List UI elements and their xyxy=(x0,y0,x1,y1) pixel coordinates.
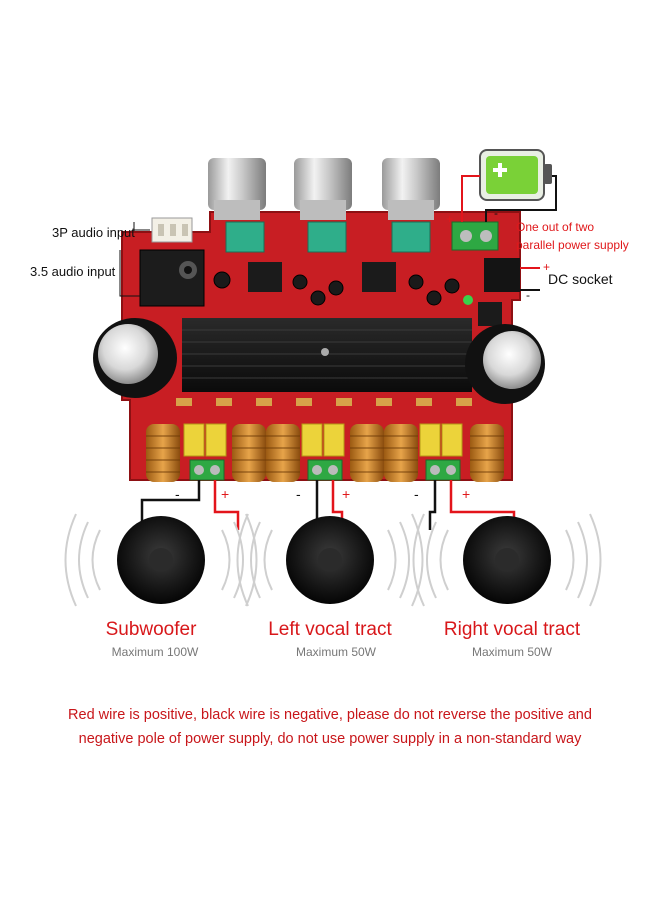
minus-mark-sub: - xyxy=(175,486,180,502)
regulator-icon xyxy=(478,302,502,326)
bass-knob-icon[interactable] xyxy=(294,158,352,253)
opamp-chip-right xyxy=(362,262,396,292)
component-row xyxy=(176,398,472,406)
plus-mark-left: + xyxy=(342,486,351,502)
large-capacitor-right xyxy=(465,324,545,404)
plus-mark-right: + xyxy=(462,486,471,502)
speaker-title-right: Right vocal tract xyxy=(443,619,581,640)
power-led-icon xyxy=(463,295,473,305)
right-speaker-icon xyxy=(412,513,602,607)
label-3p-audio-input: 3P audio input xyxy=(52,225,135,240)
speaker-title-subwoofer: Subwoofer xyxy=(105,619,197,640)
label-power-note-line1: One out of two xyxy=(516,220,595,234)
power-terminal-icon xyxy=(451,221,499,251)
speaker-title-left: Left vocal tract xyxy=(268,619,392,640)
inductor-coils xyxy=(146,424,504,482)
plus-mark-power: + xyxy=(446,212,454,226)
power-wire-negative xyxy=(485,175,557,222)
minus-mark-left: - xyxy=(296,486,301,502)
warning-line-1: Red wire is positive, black wire is nega… xyxy=(68,707,592,723)
jack-pointer xyxy=(119,250,140,297)
dc-socket-icon xyxy=(484,258,520,292)
plus-mark-dc: + xyxy=(543,260,551,274)
subwoofer-speaker-icon xyxy=(64,513,258,607)
minus-mark-right: - xyxy=(414,486,419,502)
battery-icon xyxy=(479,149,552,201)
minus-mark-power: - xyxy=(494,206,498,220)
label-dc-socket: DC socket xyxy=(548,271,613,287)
film-capacitors xyxy=(183,423,463,457)
plus-mark-sub: + xyxy=(221,486,230,502)
small-capacitors xyxy=(213,271,460,306)
minus-mark-dc: - xyxy=(526,288,530,302)
power-wire-positive xyxy=(461,175,480,222)
speaker-subtitle-subwoofer: Maximum 100W xyxy=(111,645,199,659)
speaker-subtitle-right: Maximum 50W xyxy=(471,645,552,659)
treble-knob-icon[interactable] xyxy=(382,158,440,253)
3p-connector-icon xyxy=(151,217,193,243)
label-power-note-line2: parallel power supply xyxy=(516,238,629,252)
left-speaker-icon xyxy=(236,513,424,607)
opamp-chip-left xyxy=(248,262,282,292)
warning-line-2: negative pole of power supply, do not us… xyxy=(78,731,582,747)
label-35-audio-input: 3.5 audio input xyxy=(30,264,116,279)
3p-pointer xyxy=(133,222,150,231)
audio-jack-icon xyxy=(139,249,205,307)
speaker-subtitle-left: Maximum 50W xyxy=(295,645,376,659)
large-capacitor-left xyxy=(93,318,177,398)
volume-knob-icon[interactable] xyxy=(208,158,266,253)
heatsink-icon xyxy=(182,318,472,392)
speaker-terminals xyxy=(189,459,461,481)
